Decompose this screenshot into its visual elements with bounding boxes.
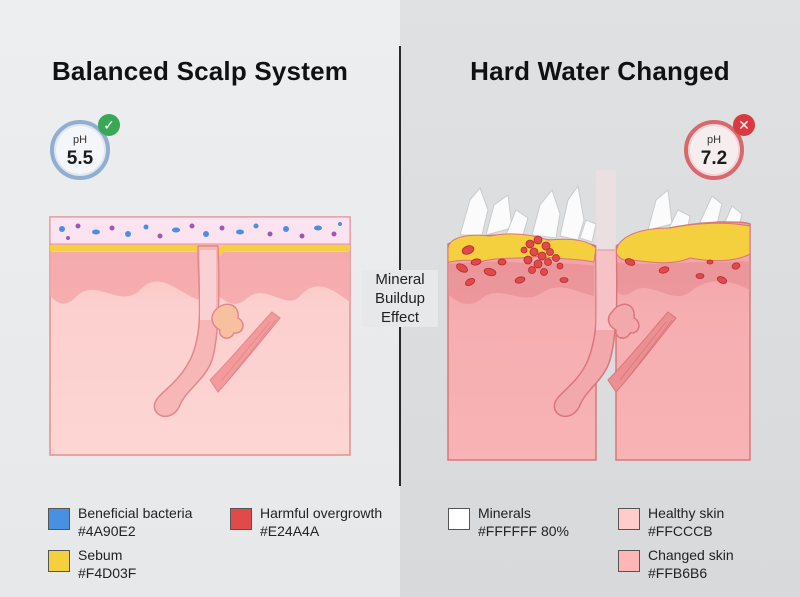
ph-label: pH — [706, 134, 722, 146]
legend-name: Minerals — [478, 505, 531, 521]
legend-name: Harmful overgrowth — [260, 505, 383, 521]
legend-hex: #FFB6B6 — [648, 565, 708, 581]
harmful-overgrowth-cluster — [456, 235, 741, 287]
mineral-crystals — [459, 184, 743, 243]
right-title: Hard Water Changed — [470, 56, 730, 86]
center-label-line-2: Buildup — [374, 290, 426, 307]
legend-swatch — [230, 508, 252, 530]
center-label-line-1: Mineral — [375, 271, 425, 288]
legend-swatch — [618, 550, 640, 572]
legend-name: Sebum — [78, 547, 123, 563]
left-title: Balanced Scalp System — [51, 56, 349, 86]
legend-hex: #FFFFFF 80% — [478, 523, 570, 539]
x-icon: ✕ — [733, 114, 755, 136]
ph-value: 7.2 — [700, 148, 728, 169]
legend-name: Beneficial bacteria — [78, 505, 193, 521]
legend-hex: #E24A4A — [260, 523, 320, 539]
legend-swatch — [448, 508, 470, 530]
center-label-line-3: Effect — [380, 309, 420, 326]
legend-swatch — [48, 508, 70, 530]
panel-divider — [399, 46, 401, 486]
legend-swatch — [48, 550, 70, 572]
legend-hex: #4A90E2 — [78, 523, 136, 539]
check-icon: ✓ — [98, 114, 120, 136]
healthy-skin-block — [49, 216, 351, 456]
legend-name: Healthy skin — [648, 505, 725, 521]
ph-value: 5.5 — [66, 148, 94, 169]
legend-name: Changed skin — [648, 547, 734, 563]
ph-label: pH — [72, 134, 88, 146]
changed-skin-block — [447, 170, 751, 461]
legend-hex: #F4D03F — [78, 565, 137, 581]
legend-hex: #FFCCCB — [648, 523, 713, 539]
mineral-buildup-effect-label: Mineral Buildup Effect — [362, 270, 438, 327]
beneficial-bacteria-dots — [59, 222, 342, 240]
legend-swatch — [618, 508, 640, 530]
